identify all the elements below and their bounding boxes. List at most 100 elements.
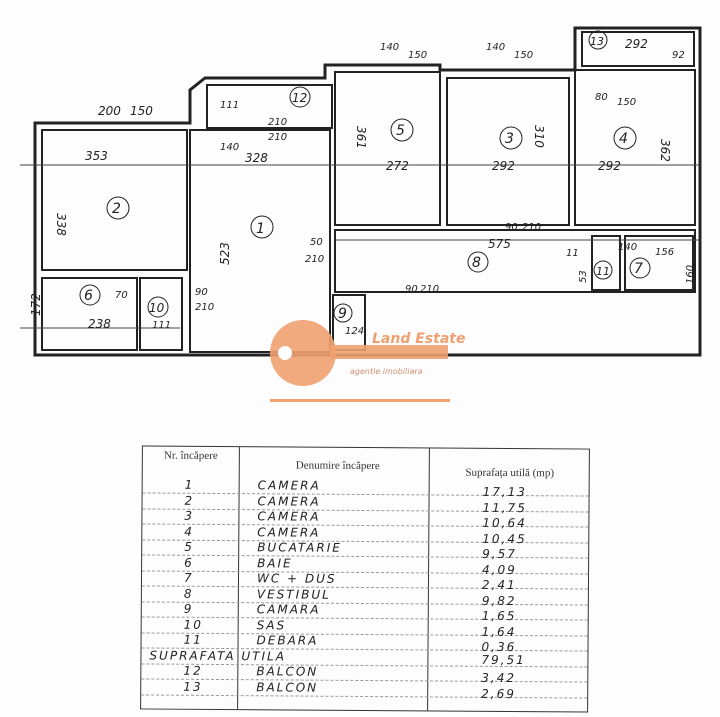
dimension-label: 210 [522,222,541,233]
row-nr: 7 [183,570,194,585]
row-name: BUCATARIE [257,540,342,555]
room-number: 7 [634,261,643,277]
room-number: 11 [596,265,610,278]
row-nr: 5 [184,539,194,554]
dimension-label: 150 [617,97,636,108]
dimension-label: 362 [658,139,672,162]
room-number: 8 [472,255,481,271]
dimension-label: 150 [130,104,153,118]
row-nr: 12 [183,663,203,678]
dimension-label: 70 [115,290,128,301]
dimension-label: 140 [618,242,637,253]
room-number: 10 [149,301,165,315]
row-name: CAMERA [257,509,321,524]
land-estate-logo: Land Estate agentie imobiliara [270,320,465,402]
room-number: 6 [84,288,93,304]
row-nr: 6 [184,555,194,570]
walls [33,26,702,357]
room-number: 2 [112,201,121,217]
row-area: 79,51 [481,652,526,667]
row-name: VESTIBUL [256,586,331,602]
room-number: 4 [619,131,628,147]
room-number: 12 [292,91,307,105]
dimension-label: 150 [408,50,427,61]
row-name: DEBARA [256,633,319,648]
room-number: 9 [338,306,347,322]
row-nr: 4 [184,524,195,539]
dimension-label: 338 [54,213,68,236]
row-nr: 3 [184,508,195,523]
dimension-label: 90 [195,287,208,298]
row-name: BALCON [256,664,319,679]
dimension-label: 523 [218,242,232,265]
row-nr: 11 [183,632,203,647]
dimension-label: 80 [595,92,608,103]
row-nr: 9 [183,601,194,616]
dimension-label: 11 [566,248,579,259]
dimension-label: 292 [492,159,515,173]
room-number: 3 [505,131,514,147]
dimension-labels: 353 338 200 150 140 210 328 523 111 210 … [29,37,696,337]
dimension-label: 140 [380,42,399,53]
dimension-label: 53 [578,270,589,283]
dimension-label: 92 [672,50,685,61]
dimension-label: 210 [305,254,324,265]
row-nr: 1 [184,477,195,492]
dimension-label: 353 [85,149,108,163]
dimension-label: 292 [598,159,621,173]
dimension-label: 210 [420,284,439,295]
row-name: CAMERA [257,493,321,509]
row-name: SUPRAFATA UTILA [149,647,287,663]
row-name: SAS [256,617,287,632]
dimension-label: 310 [532,125,546,148]
dimension-label: 172 [29,293,43,316]
row-name: WC + DUS [256,571,337,586]
dimension-label: 140 [220,142,239,153]
key-icon [270,320,336,386]
brand-name: Land Estate [372,331,465,347]
row-nr: 10 [183,617,204,632]
dimension-label: 328 [245,151,268,165]
dimension-label: 200 [98,104,121,118]
row-nr: 13 [183,679,203,694]
areas-table: Nr. încăpere Denumire încăpere Suprafața… [140,445,590,713]
dimension-label: 575 [488,237,511,251]
dimension-label: 156 [655,247,674,258]
row-area: 2,69 [481,686,516,701]
dimension-label: 90 [505,222,518,233]
dimension-label: 238 [88,317,111,331]
room-number: 1 [256,221,265,237]
dimension-label: 292 [625,37,648,51]
dimension-label: 90 [405,284,418,295]
dimension-label: 210 [268,132,287,143]
header-name: Denumire încăpere [295,459,380,473]
dimension-label: 140 [486,42,505,53]
dimension-lines [20,164,700,329]
dimension-label: 272 [386,159,409,173]
row-name: CAMARA [256,602,321,617]
dimension-label: 124 [345,326,364,337]
dimension-label: 210 [268,117,287,128]
header-area: Suprafața utilă (mp) [465,466,555,480]
row-name: CAMERA [257,524,321,540]
dimension-label: 111 [152,320,171,331]
header-nr: Nr. încăpere [163,449,218,462]
dimension-label: 210 [195,302,214,313]
dimension-label: 361 [354,126,368,149]
dimension-label: 50 [310,237,323,248]
floor-plan: 1 2 3 4 5 6 7 8 9 10 11 12 13 353 338 20… [20,26,702,402]
table-row: 13 BALCON 2,69 [141,679,588,701]
row-nr: 2 [184,493,195,508]
room-numbers: 1 2 3 4 5 6 7 8 9 10 11 12 13 [79,30,651,323]
row-name: CAMERA [257,478,321,493]
room-number: 5 [396,123,405,139]
room-number: 13 [590,35,604,48]
dimension-label: 150 [514,50,533,61]
dimension-label: 160 [685,265,696,284]
dimension-label: 111 [220,100,239,111]
row-name: BALCON [256,679,319,695]
row-nr: 8 [183,586,194,601]
row-name: BAIE [257,555,293,570]
brand-tagline: agentie imobiliara [350,367,423,376]
